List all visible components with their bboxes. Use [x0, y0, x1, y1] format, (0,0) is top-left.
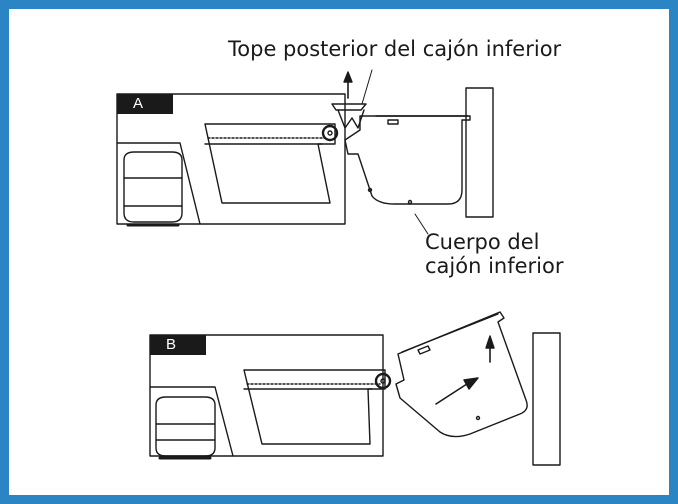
label-top-stop: Tope posterior del cajón inferior: [228, 37, 562, 61]
label-drawer-body: Cuerpo del cajón inferior: [425, 230, 564, 278]
leader-drawer-body: [414, 213, 429, 235]
label-drawer-body-line2: cajón inferior: [425, 254, 564, 278]
panel-b-illustration: [149, 311, 561, 466]
panel-b-gear: [374, 372, 392, 390]
panel-a-cabinet: [116, 93, 346, 225]
panel-a-illustration: [116, 69, 494, 235]
panel-b-cabinet: [149, 334, 384, 457]
panel-b-compressor: [155, 396, 216, 457]
panel-b-inner-drawer: [243, 369, 386, 445]
panel-b-badge: B: [150, 335, 206, 355]
panel-a-inner-drawer: [204, 123, 336, 204]
panel-b-lower-drawer: [395, 311, 528, 438]
panel-b-compressor-box: [149, 386, 234, 457]
panel-a-badge: A: [117, 94, 173, 114]
panel-a-compressor-box: [116, 142, 201, 225]
panel-a-door: [465, 87, 494, 218]
panel-a-compressor: [123, 151, 183, 223]
panel-a-lower-drawer: [344, 115, 471, 205]
leader-top-stop: [361, 69, 373, 105]
panel-b-arrow-diagonal: [435, 381, 471, 405]
label-drawer-body-line1: Cuerpo del: [425, 230, 540, 254]
panel-b-door: [532, 332, 561, 466]
panel-a-stop: [331, 103, 367, 111]
panel-a-gear: [321, 124, 339, 142]
